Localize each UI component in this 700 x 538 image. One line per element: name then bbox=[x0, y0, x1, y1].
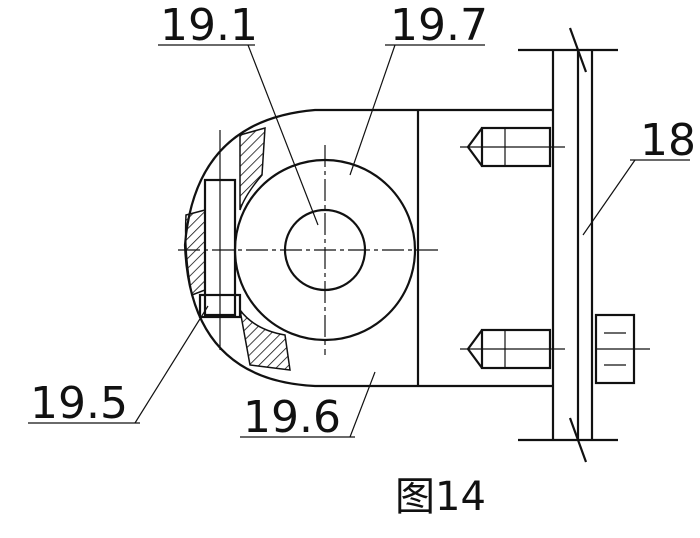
plate-18 bbox=[518, 27, 650, 463]
label-19-6: 19.6 bbox=[243, 392, 341, 443]
roller-19-7 bbox=[178, 145, 440, 355]
label-18: 18 bbox=[640, 115, 696, 166]
bolt-upper bbox=[460, 126, 565, 168]
leader-lines bbox=[28, 44, 690, 438]
bolt-lower bbox=[460, 328, 565, 370]
label-19-1: 19.1 bbox=[160, 0, 258, 51]
label-19-7: 19.7 bbox=[390, 0, 488, 51]
label-19-5: 19.5 bbox=[30, 378, 128, 429]
set-screw-19-5 bbox=[198, 130, 242, 350]
hatched-section bbox=[184, 126, 291, 371]
figure-caption: 图14 bbox=[395, 474, 486, 520]
bracket-body bbox=[183, 108, 553, 388]
